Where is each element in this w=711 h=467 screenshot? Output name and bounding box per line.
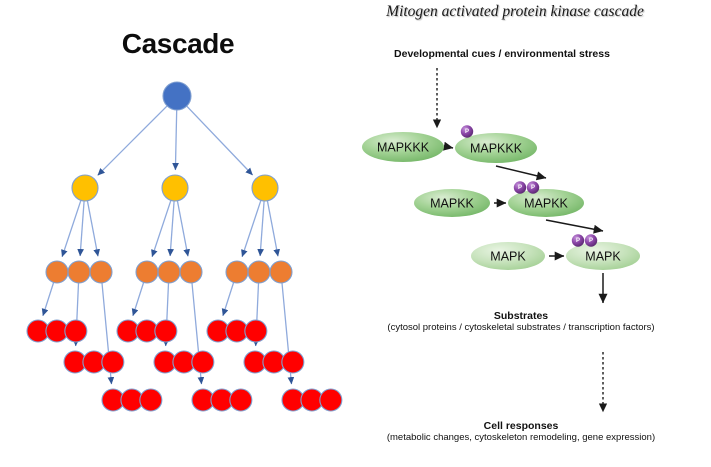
solid-arrow: [442, 141, 454, 151]
tree-node-level3: [135, 260, 159, 284]
mapk-diagram-title: Mitogen activated protein kinase cascade: [386, 3, 644, 20]
phosphate-mapkkk: P: [460, 125, 474, 138]
kinase-mapkkk-inactive: MAPKKK: [362, 132, 444, 162]
cascade-tree-panel: Cascade: [26, 28, 343, 412]
tree-node-level3: [45, 260, 69, 284]
phosphate-letter: P: [518, 185, 522, 191]
mapk-arrows: [432, 68, 608, 413]
kinase-mapk-inactive-label: MAPK: [490, 250, 526, 264]
phosphate-letter: P: [531, 185, 535, 191]
tree-node-level4: [154, 319, 178, 343]
kinase-mapkkk-active: MAPKKK: [455, 133, 537, 163]
solid-arrow: [495, 165, 547, 181]
phosphate-letter: P: [576, 238, 580, 244]
tree-node-level4: [281, 350, 305, 374]
substrates-heading: Substrates: [493, 310, 549, 322]
tree-node-level4: [191, 350, 215, 374]
tree-node-level4: [319, 388, 343, 412]
tree-node-level4: [64, 319, 88, 343]
tree-node-level4: [101, 350, 125, 374]
kinase-mapkkk-active-label: MAPKKK: [470, 142, 523, 156]
kinase-mapk-active: MAPK: [566, 242, 640, 270]
tree-node-level4: [139, 388, 163, 412]
phosphate-mapk: P: [571, 234, 585, 247]
cascade-tree-graphic: [26, 81, 343, 412]
kinase-mapk-active-label: MAPK: [585, 250, 621, 264]
tree-nodes: [26, 81, 343, 412]
kinase-mapk-inactive: MAPK: [471, 242, 545, 270]
kinase-mapkk-inactive-label: MAPKK: [430, 197, 474, 211]
tree-node-level3: [157, 260, 181, 284]
phosphate-letter: P: [465, 129, 469, 135]
tree-node-level2: [251, 174, 279, 202]
tree-node-level4: [244, 319, 268, 343]
phosphate-mapk: P: [584, 234, 598, 247]
cell-responses-heading: Cell responses: [483, 420, 559, 432]
phosphate-letter: P: [589, 238, 593, 244]
tree-node-level2: [161, 174, 189, 202]
cell-responses-detail: (metabolic changes, cytoskeleton remodel…: [386, 432, 656, 443]
tree-node-level3: [179, 260, 203, 284]
tree-node-level3: [225, 260, 249, 284]
tree-node-root: [162, 81, 192, 111]
kinase-mapkk-active: MAPKK: [508, 189, 584, 217]
solid-arrow: [545, 219, 604, 234]
page-title: Cascade: [121, 28, 235, 59]
phosphate-mapkk: P: [526, 181, 540, 194]
tree-node-level3: [67, 260, 91, 284]
mapk-cascade-panel: Mitogen activated protein kinase cascade…: [356, 0, 711, 467]
phosphate-mapkk: P: [513, 181, 527, 194]
tree-node-level4: [229, 388, 253, 412]
tree-node-level3: [269, 260, 293, 284]
tree-node-level3: [247, 260, 271, 284]
tree-node-level3: [89, 260, 113, 284]
tree-node-level2: [71, 174, 99, 202]
kinase-mapkk-inactive: MAPKK: [414, 189, 490, 217]
stimulus-label: Developmental cues / environmental stres…: [394, 48, 610, 60]
kinase-mapkk-active-label: MAPKK: [524, 197, 568, 211]
kinase-mapkkk-inactive-label: MAPKKK: [377, 141, 430, 155]
substrates-detail: (cytosol proteins / cytoskeletal substra…: [387, 322, 655, 333]
